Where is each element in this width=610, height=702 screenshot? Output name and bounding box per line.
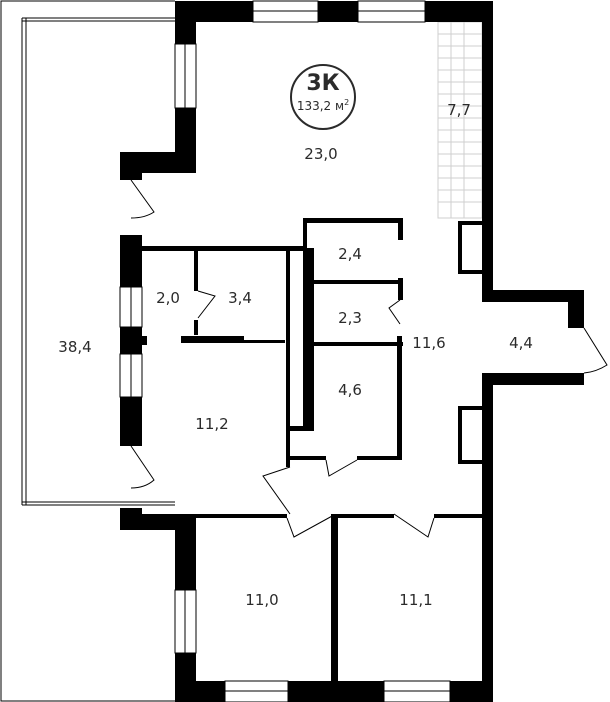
- room-label-bedroom-2: 11,0: [245, 591, 279, 609]
- room-label-balcony: 38,4: [58, 338, 92, 356]
- room-label-hallway: 11,6: [412, 334, 446, 352]
- room-label-living-room: 23,0: [304, 145, 338, 163]
- apartment-badge: 3К 133,2 м2: [290, 64, 356, 130]
- room-label-bedroom-1: 11,2: [195, 415, 229, 433]
- exterior-walls: [120, 1, 584, 702]
- area-unit-superscript: 2: [344, 98, 350, 107]
- windows: [119, 0, 451, 702]
- interior-walls: [142, 218, 484, 684]
- room-label-storage: 2,0: [156, 289, 180, 307]
- room-label-bathroom-2: 4,6: [338, 381, 362, 399]
- total-area: 133,2 м2: [292, 96, 354, 113]
- door-swings: [130, 179, 608, 538]
- room-label-bedroom-3: 11,1: [399, 591, 433, 609]
- kitchen-tiles: [437, 21, 483, 219]
- room-label-entrance: 4,4: [509, 334, 533, 352]
- apartment-type: 3К: [306, 71, 340, 96]
- room-label-closet: 2,3: [338, 309, 362, 327]
- room-label-bathroom-1: 3,4: [228, 289, 252, 307]
- total-area-value: 133,2 м: [296, 99, 345, 113]
- room-label-kitchen: 7,7: [447, 101, 471, 119]
- room-label-wc: 2,4: [338, 245, 362, 263]
